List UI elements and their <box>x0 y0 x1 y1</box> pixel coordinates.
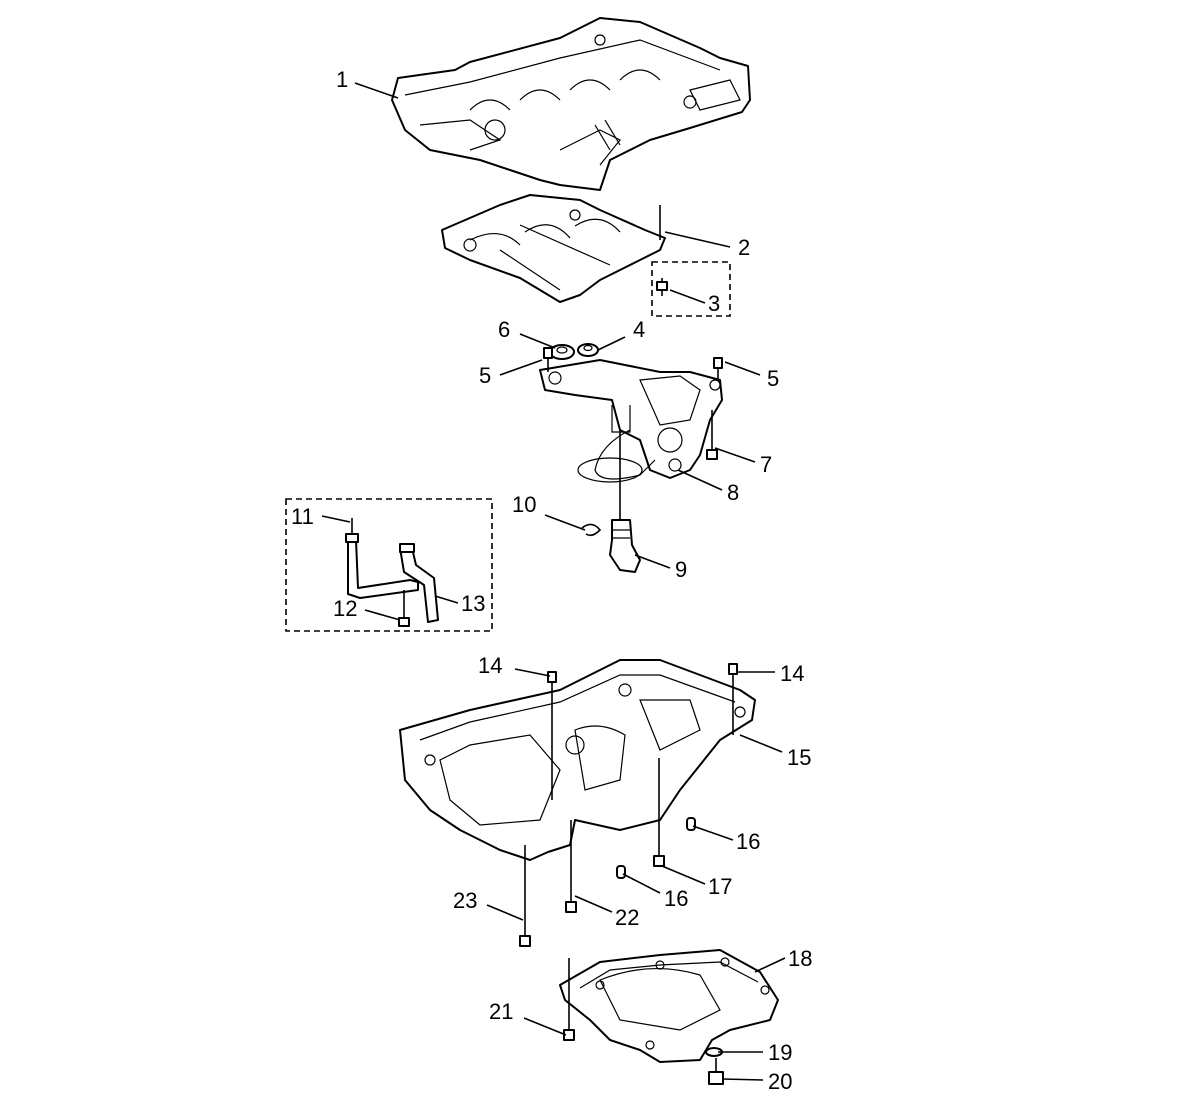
callout-9: 9 <box>675 557 687 582</box>
windage-tray <box>441 194 666 303</box>
callout-14-left: 14 <box>478 653 502 678</box>
callout-20: 20 <box>768 1069 792 1094</box>
callout-10: 10 <box>512 492 536 517</box>
callout-2: 2 <box>738 235 750 260</box>
callout-5-right: 5 <box>767 366 779 391</box>
bolt-22-icon <box>565 820 577 913</box>
upper-oil-pan <box>399 659 756 861</box>
dowel-16a-icon <box>686 817 696 831</box>
callout-15: 15 <box>787 745 811 770</box>
callout-18: 18 <box>788 946 812 971</box>
callout-22: 22 <box>615 905 639 930</box>
nut-4-icon <box>577 343 599 357</box>
callout-16-lower: 16 <box>664 886 688 911</box>
callout-5-left: 5 <box>479 363 491 388</box>
callout-12: 12 <box>333 596 357 621</box>
callout-17: 17 <box>708 874 732 899</box>
lower-oil-pan <box>559 949 779 1063</box>
callout-14-right: 14 <box>780 661 804 686</box>
oil-cooler-pipe-icon <box>345 518 439 627</box>
leader-lines <box>321 82 786 1081</box>
callout-8: 8 <box>727 480 739 505</box>
callout-3: 3 <box>708 291 720 316</box>
oil-pump-assembly <box>539 347 723 520</box>
callout-1: 1 <box>336 67 348 92</box>
bolt-23-icon <box>519 845 531 947</box>
callout-16-upper: 16 <box>736 829 760 854</box>
detail-box-3 <box>651 261 731 317</box>
callout-19: 19 <box>768 1040 792 1065</box>
bolt-17-icon <box>653 758 665 867</box>
callout-7: 7 <box>760 452 772 477</box>
dowel-16b-icon <box>616 865 626 879</box>
callout-13: 13 <box>461 591 485 616</box>
callout-11: 11 <box>291 504 314 529</box>
callout-4: 4 <box>633 317 645 342</box>
callout-6: 6 <box>498 317 510 342</box>
callout-labels: 1 2 3 4 6 5 5 7 8 10 9 11 12 13 14 14 15… <box>291 67 812 1094</box>
oil-tube-9-icon <box>609 519 641 573</box>
engine-block-lower <box>391 17 751 191</box>
detail-box-11-13 <box>285 498 493 632</box>
clip-10-icon <box>581 523 602 537</box>
callout-23: 23 <box>453 888 477 913</box>
bolt-3-icon <box>656 278 668 296</box>
drain-plug-20-icon <box>708 1058 724 1085</box>
callout-21: 21 <box>489 999 513 1024</box>
